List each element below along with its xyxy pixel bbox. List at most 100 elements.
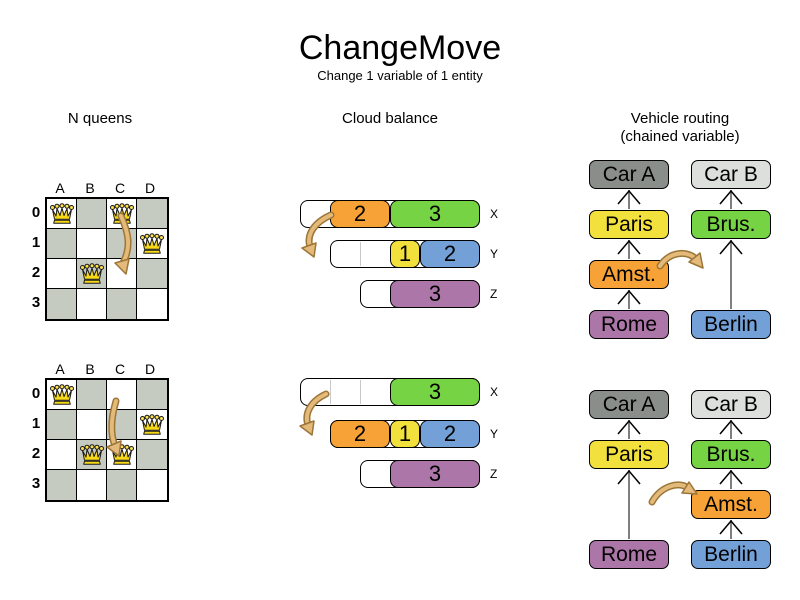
board-col-label: C — [114, 361, 126, 377]
board-row-label: 0 — [31, 204, 41, 221]
board-cell — [47, 289, 77, 319]
board-cell — [47, 199, 77, 229]
cloud-unit-divider — [360, 380, 361, 404]
section-title-vehicle-line2: (chained variable) — [620, 128, 740, 145]
board-row-label: 3 — [31, 294, 41, 311]
vehicle-node: Rome — [589, 540, 669, 569]
board-cell — [137, 259, 167, 289]
cloud-process-block: 2 — [330, 200, 390, 228]
board-row-label: 1 — [31, 415, 41, 432]
board-cell — [107, 380, 137, 410]
nqueens-board — [45, 197, 169, 321]
vehicle-node: Brus. — [691, 440, 771, 469]
vehicle-node: Car B — [691, 390, 771, 419]
board-cell — [107, 229, 137, 259]
board-cell — [77, 410, 107, 440]
cloud-computer-label: Z — [490, 467, 498, 481]
board-cell — [137, 229, 167, 259]
board-col-label: B — [85, 180, 95, 196]
vehicle-node: Paris — [589, 210, 669, 239]
cloud-unit-divider — [330, 380, 331, 404]
board-cell — [107, 410, 137, 440]
queen-icon — [110, 203, 134, 224]
cloud-computer-label: X — [490, 207, 499, 221]
board-cell — [77, 259, 107, 289]
board-row-label: 1 — [31, 234, 41, 251]
nqueens-board — [45, 378, 169, 502]
board-cell — [77, 199, 107, 229]
board-col-label: C — [114, 180, 126, 196]
section-title-vehicle: Vehicle routing (chained variable) — [580, 110, 780, 146]
chain-arrowhead — [719, 239, 743, 255]
chain-arrowhead — [719, 519, 743, 535]
cloud-process-block: 3 — [390, 280, 480, 308]
vehicle-node: Berlin — [691, 310, 771, 339]
vehicle-node: Paris — [589, 440, 669, 469]
chain-arrowhead — [719, 189, 743, 205]
move-arrow-cloud-top-head — [301, 242, 317, 258]
chain-arrowhead — [617, 289, 641, 305]
board-cell — [47, 380, 77, 410]
queen-icon — [80, 444, 104, 465]
board-col-label: A — [55, 361, 65, 377]
board-cell — [47, 229, 77, 259]
board-cell — [137, 199, 167, 229]
queen-icon — [110, 444, 134, 465]
vehicle-node: Amst. — [589, 260, 669, 289]
board-col-label: D — [144, 361, 156, 377]
cloud-process-block: 2 — [420, 240, 480, 268]
board-cell — [107, 199, 137, 229]
cloud-process-block: 3 — [390, 200, 480, 228]
board-cell — [107, 289, 137, 319]
section-title-nqueens: N queens — [67, 110, 133, 127]
vehicle-node: Brus. — [691, 210, 771, 239]
board-cell — [77, 470, 107, 500]
board-cell — [107, 259, 137, 289]
board-col-label: A — [55, 180, 65, 196]
queen-icon — [50, 384, 74, 405]
page-subtitle: Change 1 variable of 1 entity — [317, 68, 483, 83]
board-cell — [47, 259, 77, 289]
chain-arrowhead — [617, 419, 641, 435]
queen-icon — [140, 233, 164, 254]
cloud-process-block: 3 — [390, 378, 480, 406]
board-cell — [77, 229, 107, 259]
queen-icon — [140, 414, 164, 435]
queen-icon — [80, 263, 104, 284]
board-cell — [77, 440, 107, 470]
cloud-computer-label: Y — [490, 247, 499, 261]
chain-arrowhead — [617, 469, 641, 485]
queen-icon — [50, 203, 74, 224]
section-title-cloud: Cloud balance — [342, 110, 438, 127]
cloud-process-block: 2 — [330, 420, 390, 448]
vehicle-node: Amst. — [691, 490, 771, 519]
board-cell — [77, 289, 107, 319]
cloud-process-block: 2 — [420, 420, 480, 448]
board-col-label: B — [85, 361, 95, 377]
board-cell — [137, 410, 167, 440]
board-cell — [47, 410, 77, 440]
vehicle-node: Car B — [691, 160, 771, 189]
cloud-computer-label: Z — [490, 287, 498, 301]
board-cell — [137, 380, 167, 410]
board-cell — [47, 470, 77, 500]
vehicle-node: Berlin — [691, 540, 771, 569]
move-arrow-vehicle-bottom — [650, 482, 690, 504]
board-cell — [137, 440, 167, 470]
cloud-unit-divider — [360, 242, 361, 266]
cloud-computer-label: X — [490, 385, 499, 399]
section-title-vehicle-line1: Vehicle routing — [630, 110, 730, 127]
board-cell — [137, 289, 167, 319]
page-title: ChangeMove — [298, 29, 502, 67]
chain-arrowhead — [719, 419, 743, 435]
cloud-computer-label: Y — [490, 427, 499, 441]
chain-arrowhead — [617, 189, 641, 205]
board-row-label: 2 — [31, 445, 41, 462]
vehicle-node: Rome — [589, 310, 669, 339]
vehicle-node: Car A — [589, 160, 669, 189]
cloud-process-block: 1 — [390, 240, 420, 268]
move-arrow-vehicle-bottom — [648, 481, 692, 506]
board-row-label: 3 — [31, 475, 41, 492]
board-cell — [107, 440, 137, 470]
